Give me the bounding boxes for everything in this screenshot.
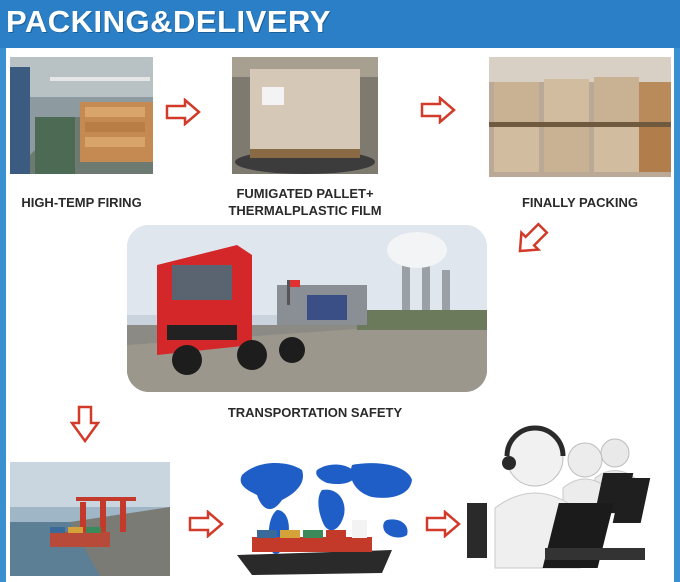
arrow-right-icon xyxy=(425,510,461,538)
wrapped-pallet-photo xyxy=(232,57,378,174)
customer-service-agents-photo xyxy=(465,418,670,578)
header-bar: PACKING&DELIVERY xyxy=(0,0,680,48)
arrow-down-left-icon xyxy=(518,222,549,253)
step-label-transport: TRANSPORTATION SAFETY xyxy=(227,405,403,420)
arrow-right-icon xyxy=(165,98,201,126)
factory-kiln-photo xyxy=(10,57,153,174)
step-label-firing: HIGH-TEMP FIRING xyxy=(21,195,142,210)
step-label-packing: FINALLY PACKING xyxy=(521,195,639,210)
arrow-right-icon xyxy=(420,96,456,124)
step-label-pallet-line2: THERMALPLASTIC FILM xyxy=(228,203,382,218)
arrow-down-icon xyxy=(70,405,100,443)
stacked-pallets-photo xyxy=(489,57,671,177)
world-map-ship-photo xyxy=(232,455,422,579)
red-truck-photo xyxy=(127,225,487,392)
page-title: PACKING&DELIVERY xyxy=(6,4,331,39)
arrow-right-icon xyxy=(188,510,224,538)
step-label-pallet-line1: FUMIGATED PALLET+ xyxy=(236,186,374,201)
container-port-photo xyxy=(10,462,170,576)
